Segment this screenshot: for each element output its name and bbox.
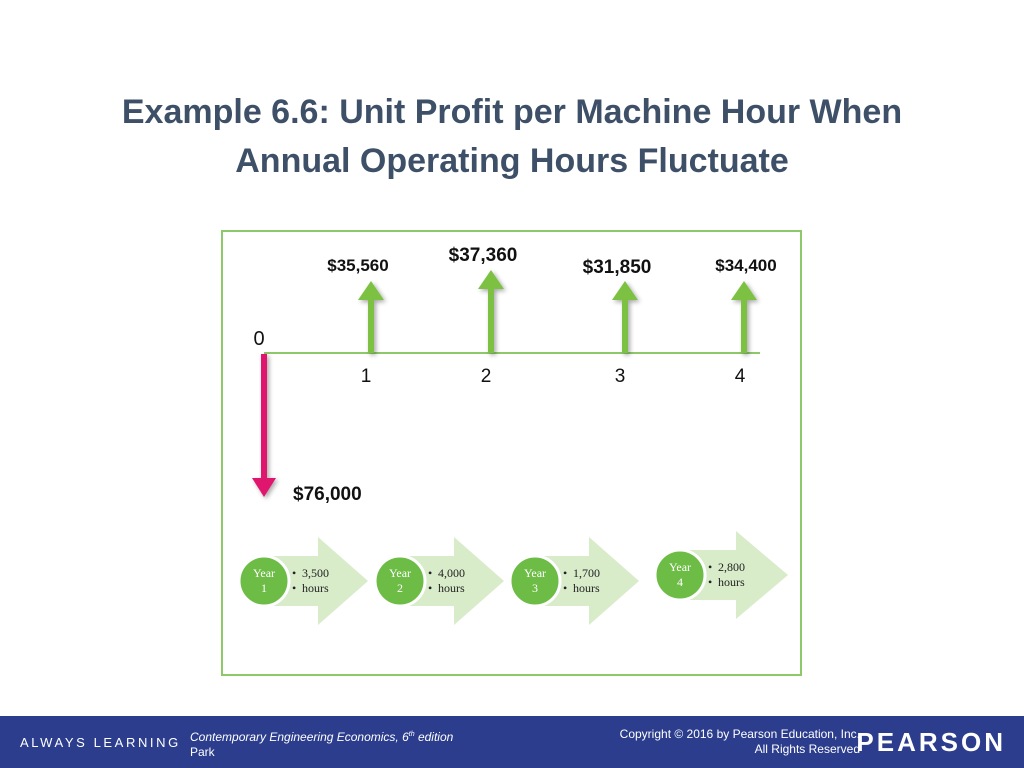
year-number-2: 2 — [397, 581, 403, 595]
edition-superscript: th — [408, 731, 415, 738]
period-label-3: 3 — [615, 366, 626, 387]
book-edition: edition — [414, 730, 454, 744]
year-circle — [653, 548, 707, 602]
period-label-2: 2 — [481, 366, 492, 387]
title-line-1: Example 6.6: Unit Profit per Machine Hou… — [121, 93, 903, 131]
hours-value-4: 2,800 — [718, 560, 745, 574]
book-citation: Contemporary Engineering Economics, 6th … — [190, 727, 453, 760]
diagram-frame — [221, 230, 802, 676]
chevron-arrow-shape — [402, 537, 504, 625]
copyright-notice: Copyright © 2016 by Pearson Education, I… — [620, 727, 860, 757]
year-circle — [373, 554, 427, 608]
bullet-icon: • — [428, 566, 432, 580]
bullet-icon: • — [708, 575, 712, 589]
chevron-arrow-shape — [266, 537, 368, 625]
hours-unit-3: hours — [573, 581, 600, 595]
period-label-0: 0 — [253, 328, 264, 350]
chevron-arrow-shape — [682, 531, 788, 619]
inflow-arrow-3 — [612, 281, 638, 353]
inflow-amount-3: $31,850 — [583, 257, 652, 278]
pearson-logo: PEARSON — [856, 727, 1006, 757]
inflow-amount-2: $37,360 — [449, 245, 518, 266]
copyright-line-2: All Rights Reserved — [754, 742, 860, 756]
bullet-icon: • — [563, 581, 567, 595]
year-circle — [508, 554, 562, 608]
book-title: Contemporary Engineering Economics, 6 — [190, 730, 409, 744]
hours-item-year-4: Year 4 • 2,800 • hours — [653, 531, 788, 619]
year-label-2: Year — [389, 566, 411, 580]
bullet-icon: • — [708, 560, 712, 574]
always-learning-tagline: ALWAYS LEARNING — [20, 735, 181, 750]
hours-item-year-3: Year 3 • 1,700 • hours — [508, 537, 639, 625]
inflow-arrow-4 — [731, 281, 757, 353]
outflow-amount: $76,000 — [293, 484, 362, 505]
cash-flow-diagram: 0 $76,000 $35,560 $37,360 $31,850 $34,40… — [237, 245, 788, 625]
period-label-4: 4 — [735, 366, 746, 387]
title-line-2: Annual Operating Hours Fluctuate — [235, 142, 789, 180]
year-number-4: 4 — [677, 575, 683, 589]
year-number-1: 1 — [261, 581, 267, 595]
inflow-arrow-1 — [358, 281, 384, 353]
year-circle — [237, 554, 291, 608]
hours-value-1: 3,500 — [302, 566, 329, 580]
bullet-icon: • — [563, 566, 567, 580]
hours-item-year-2: Year 2 • 4,000 • hours — [373, 537, 504, 625]
book-title-line: Contemporary Engineering Economics, 6th … — [190, 727, 453, 745]
period-label-1: 1 — [361, 366, 372, 387]
hours-unit-2: hours — [438, 581, 465, 595]
hours-unit-1: hours — [302, 581, 329, 595]
year-label-4: Year — [669, 560, 691, 574]
bullet-icon: • — [292, 581, 296, 595]
year-label-1: Year — [253, 566, 275, 580]
inflow-amount-4: $34,400 — [715, 256, 776, 275]
footer-bar: ALWAYS LEARNING Contemporary Engineering… — [0, 716, 1024, 768]
outflow-arrow — [252, 354, 276, 497]
hours-unit-4: hours — [718, 575, 745, 589]
bullet-icon: • — [292, 566, 296, 580]
copyright-line-1: Copyright © 2016 by Pearson Education, I… — [619, 727, 860, 741]
hours-value-2: 4,000 — [438, 566, 465, 580]
inflow-amount-1: $35,560 — [327, 256, 388, 275]
year-number-3: 3 — [532, 581, 538, 595]
book-author: Park — [190, 745, 215, 759]
year-label-3: Year — [524, 566, 546, 580]
chevron-arrow-shape — [537, 537, 639, 625]
slide-title: Example 6.6: Unit Profit per Machine Hou… — [40, 88, 984, 186]
hours-item-year-1: Year 1 • 3,500 • hours — [237, 537, 368, 625]
bullet-icon: • — [428, 581, 432, 595]
inflow-arrow-2 — [478, 270, 504, 353]
hours-value-3: 1,700 — [573, 566, 600, 580]
